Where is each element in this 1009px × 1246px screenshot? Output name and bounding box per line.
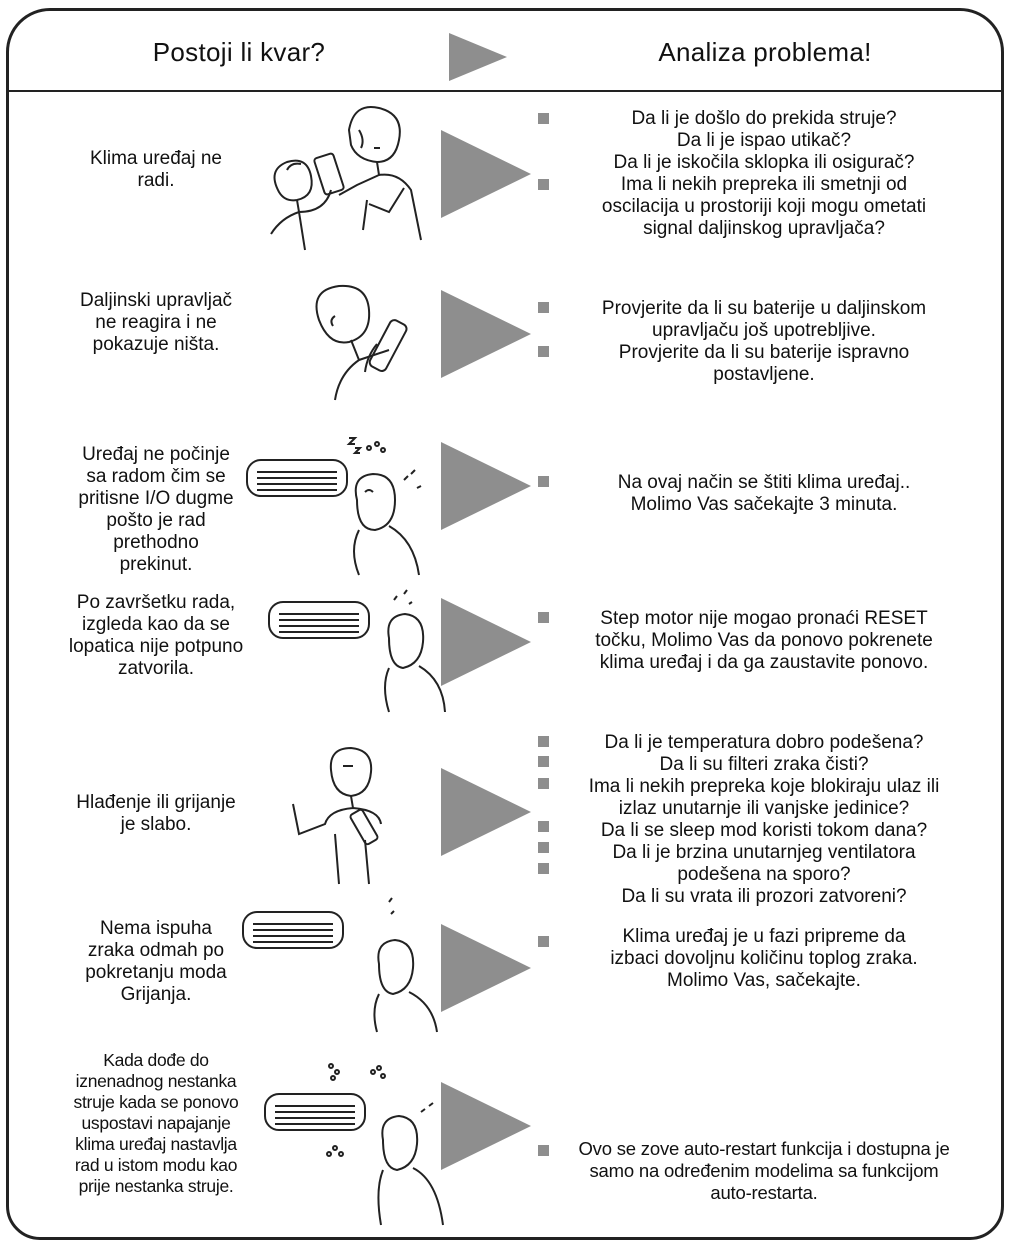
symptom-text: Nema ispuha zraka odmah po pokretanju mo… <box>85 918 227 1005</box>
play-arrow-icon <box>441 442 531 530</box>
troubleshoot-row-2: Daljinski upravljač ne reagira i ne poka… <box>9 280 1001 415</box>
two-people-remote-icon <box>270 106 422 251</box>
header-left-title: Postoji li kvar? <box>152 37 326 67</box>
bullet-square-icon <box>538 113 549 124</box>
bullet-square-icon <box>538 778 549 789</box>
causes-text: Provjerite da li su baterije u daljinsko… <box>601 298 927 385</box>
bullet-square-icon <box>538 936 549 947</box>
causes-text: Na ovaj način se štiti klima uređaj.. Mo… <box>617 472 911 515</box>
person-remote-icon <box>315 284 408 401</box>
play-arrow-icon <box>441 768 531 856</box>
bullet-square-icon <box>538 476 549 487</box>
causes-text: Ovo se zove auto-restart funkcija i dost… <box>578 1138 950 1203</box>
header-divider <box>9 90 1001 92</box>
causes-text: Da li je došlo do prekida struje? Da li … <box>601 108 927 239</box>
bullet-square-icon <box>538 179 549 190</box>
bullet-square-icon <box>538 612 549 623</box>
header-arrow-icon <box>449 33 507 81</box>
bullet-square-icon <box>538 346 549 357</box>
symptom-text: Daljinski upravljač ne reagira i ne poka… <box>79 290 233 355</box>
bullet-square-icon <box>538 863 549 874</box>
play-arrow-icon <box>441 290 531 378</box>
person-remote-icon <box>292 746 382 885</box>
bullet-square-icon <box>538 756 549 767</box>
bullet-square-icon <box>538 821 549 832</box>
symptom-text: Uređaj ne počinje sa radom čim se pritis… <box>78 444 234 575</box>
symptom-text: Hlađenje ili grijanje je slabo. <box>76 792 236 835</box>
play-arrow-icon <box>441 924 531 1012</box>
troubleshoot-row-7: Kada dođe do iznenadnog nestanka struje … <box>9 1050 1001 1230</box>
bullet-square-icon <box>538 842 549 853</box>
troubleshoot-row-3: Uređaj ne počinje sa radom čim se pritis… <box>9 430 1001 580</box>
air-conditioner-person-icon <box>264 1063 444 1226</box>
troubleshoot-row-1: Klima uređaj ne radi. Da li je došlo do … <box>9 100 1001 260</box>
causes-text: Step motor nije mogao pronaći RESET točk… <box>595 608 933 673</box>
page-frame <box>6 8 1004 1240</box>
symptom-text: Kada dođe do iznenadnog nestanka struje … <box>73 1050 239 1196</box>
troubleshoot-row-4: Po završetku rada, izgleda kao da se lop… <box>9 586 1001 716</box>
troubleshoot-row-6: Nema ispuha zraka odmah po pokretanju mo… <box>9 897 1001 1034</box>
play-arrow-icon <box>441 1082 531 1170</box>
table-header: Postoji li kvar? Analiza problema! <box>9 11 1001 91</box>
symptom-text: Klima uređaj ne radi. <box>89 148 223 191</box>
causes-text: Klima uređaj je u fazi pripreme da izbac… <box>610 926 918 991</box>
air-conditioner-person-icon <box>268 589 446 713</box>
bullet-square-icon <box>538 736 549 747</box>
play-arrow-icon <box>441 598 531 686</box>
troubleshoot-row-5: Hlađenje ili grijanje je slabo. Da li je… <box>9 724 1001 914</box>
air-conditioner-person-icon <box>242 897 438 1033</box>
causes-text: Da li je temperatura dobro podešena? Da … <box>588 732 940 907</box>
bullet-square-icon <box>538 1145 549 1156</box>
play-arrow-icon <box>441 130 531 218</box>
symptom-text: Po završetku rada, izgleda kao da se lop… <box>68 592 244 679</box>
bullet-square-icon <box>538 302 549 313</box>
air-conditioner-person-icon <box>246 437 422 576</box>
header-right-title: Analiza problema! <box>658 37 872 67</box>
